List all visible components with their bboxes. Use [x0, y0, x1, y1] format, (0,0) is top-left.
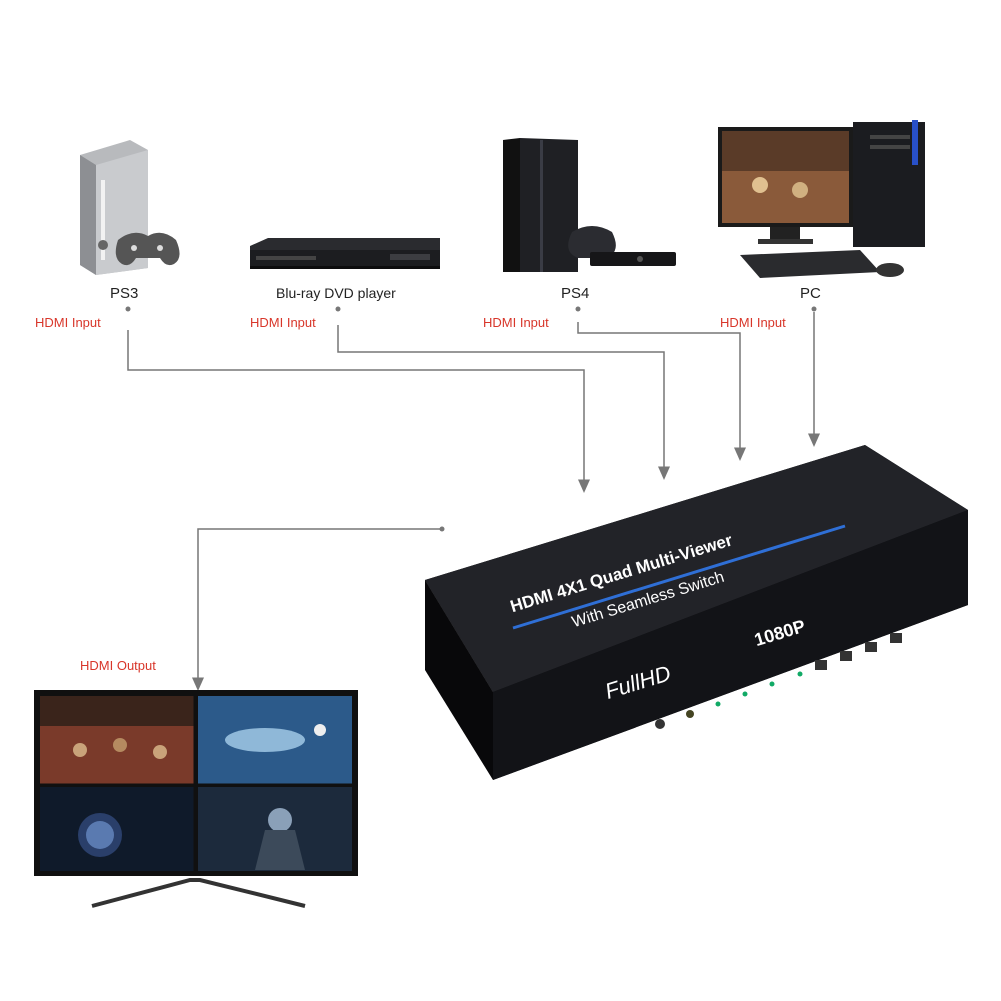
ps3-connector-line	[127, 330, 590, 493]
hdmi-input-label-bluray: HDMI Input	[250, 315, 316, 330]
hdmi-input-label-ps3: HDMI Input	[35, 315, 101, 330]
hdmi-input-label-ps4: HDMI Input	[483, 315, 549, 330]
source-name-ps4: PS4	[561, 285, 590, 302]
ps4-connector-line	[577, 322, 746, 461]
hdmi-input-label-pc: HDMI Input	[720, 315, 786, 330]
source-name-bluray: Blu-ray DVD player	[276, 285, 396, 301]
source-name-ps3: PS3	[110, 285, 139, 302]
hdmi-output-label: HDMI Output	[80, 658, 156, 673]
source-name-pc: PC	[800, 285, 821, 302]
output-connector-line	[192, 528, 442, 691]
bluray-connector-line	[337, 325, 670, 480]
